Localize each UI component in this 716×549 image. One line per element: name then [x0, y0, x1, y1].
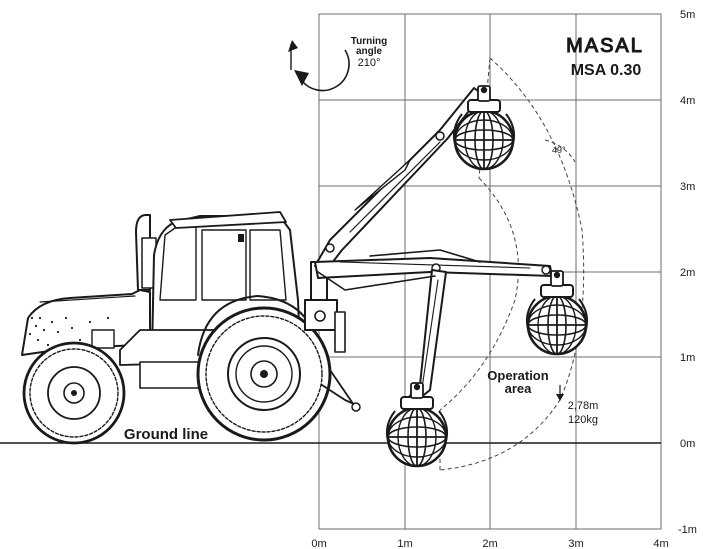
grapple-top — [452, 84, 516, 171]
turning-angle-label: angle — [356, 46, 383, 57]
y-tick-label: 1m — [680, 352, 695, 364]
y-axis-labels: 5m 4m 3m 2m 1m 0m -1m — [678, 9, 697, 536]
model-name: MSA 0.30 — [571, 62, 642, 79]
operation-area-label: Operation — [487, 368, 548, 383]
brand-block: MASAL MSA 0.30 — [566, 34, 644, 79]
reach-indicator: 2,78m 120kg — [556, 385, 598, 426]
x-axis-labels: 0m 1m 2m 3m 4m — [311, 538, 668, 549]
y-tick-label: 2m — [680, 267, 695, 279]
brand-logo: MASAL — [566, 35, 644, 57]
turning-angle-value: 210° — [358, 57, 381, 69]
y-tick-label: -1m — [678, 524, 697, 536]
operation-area-label: area — [505, 381, 533, 396]
rear-wheel — [196, 306, 332, 442]
y-tick-label: 3m — [680, 181, 695, 193]
x-tick-label: 4m — [653, 538, 668, 549]
front-wheel — [22, 341, 126, 445]
tractor — [21, 211, 361, 445]
y-tick-label: 0m — [680, 438, 695, 450]
x-tick-label: 2m — [482, 538, 497, 549]
boom-raised — [314, 87, 483, 273]
boom-angle-label: 49° — [552, 145, 566, 155]
grapple-right — [525, 269, 589, 356]
x-tick-label: 0m — [311, 538, 326, 549]
crane — [304, 87, 557, 413]
ground-line-label: Ground line — [124, 426, 208, 443]
y-tick-label: 4m — [680, 95, 695, 107]
grille-pattern — [28, 316, 110, 347]
grapple-bottom — [385, 381, 449, 468]
x-tick-label: 3m — [568, 538, 583, 549]
y-tick-label: 5m — [680, 9, 695, 21]
turning-angle-indicator: Turning angle 210° — [288, 36, 387, 92]
reach-load: 120kg — [568, 414, 598, 426]
x-tick-label: 1m — [397, 538, 412, 549]
turning-angle-label: Turning — [351, 36, 387, 47]
reach-distance: 2,78m — [568, 400, 599, 412]
